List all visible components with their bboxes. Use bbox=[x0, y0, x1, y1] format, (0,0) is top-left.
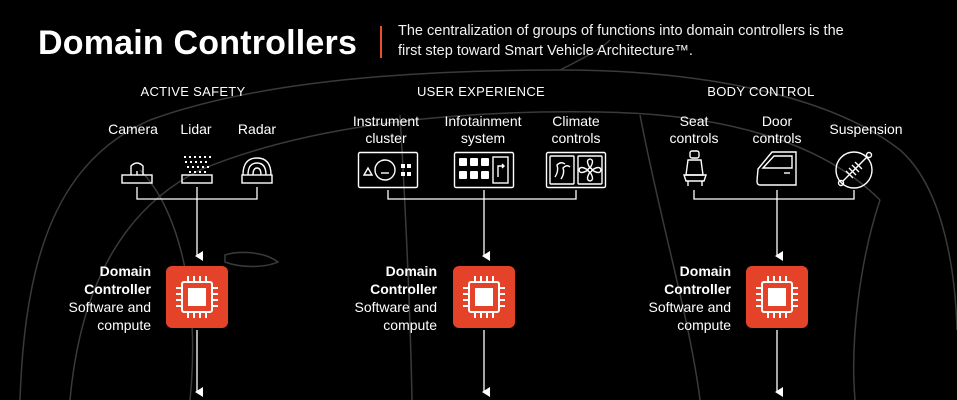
function-label-lidar: Lidar bbox=[180, 121, 212, 137]
instrument-cluster-icon bbox=[357, 151, 419, 189]
page-subtitle: The centralization of groups of function… bbox=[398, 23, 844, 59]
domain-controller-chip-active-safety bbox=[166, 266, 228, 328]
domain-controller-title: Domain Controller bbox=[370, 263, 437, 297]
camera-icon bbox=[121, 162, 153, 184]
category-body-control: BODY CONTROL bbox=[707, 84, 815, 99]
connector-user-experience bbox=[387, 190, 577, 200]
processor-chip-icon bbox=[756, 276, 798, 318]
function-label-seat: Seat controls bbox=[669, 113, 719, 146]
category-user-experience: USER EXPERIENCE bbox=[416, 84, 546, 99]
domain-controller-label-body-control: Domain Controller Software and compute bbox=[611, 262, 732, 334]
function-label-infotainment: Infotainment system bbox=[444, 113, 522, 146]
processor-chip-icon bbox=[463, 276, 505, 318]
connector-body-control bbox=[693, 190, 855, 200]
page-title: Domain Controllers bbox=[38, 24, 358, 62]
car-door-icon bbox=[756, 151, 797, 186]
function-label-camera: Camera bbox=[108, 121, 158, 137]
domain-controller-chip-user-experience bbox=[453, 266, 515, 328]
domain-controller-title: Domain Controller bbox=[664, 263, 731, 297]
suspension-icon bbox=[835, 151, 873, 189]
title-divider bbox=[380, 26, 382, 58]
climate-controls-icon bbox=[545, 151, 607, 189]
seat-icon bbox=[683, 150, 707, 186]
function-label-climate: Climate controls bbox=[551, 113, 601, 146]
domain-controller-chip-body-control bbox=[746, 266, 808, 328]
connector-active-safety bbox=[136, 187, 258, 200]
domain-controller-label-user-experience: Domain Controller Software and compute bbox=[317, 262, 438, 334]
processor-chip-icon bbox=[176, 276, 218, 318]
domain-controller-desc: Software and compute bbox=[648, 299, 732, 333]
domain-controller-label-active-safety: Domain Controller Software and compute bbox=[31, 262, 152, 334]
domain-controller-desc: Software and compute bbox=[354, 299, 438, 333]
radar-icon bbox=[241, 157, 273, 184]
function-label-instrument-cluster: Instrument cluster bbox=[352, 113, 420, 146]
lidar-icon bbox=[181, 156, 213, 184]
infotainment-icon bbox=[453, 151, 515, 189]
function-label-door: Door controls bbox=[752, 113, 802, 146]
domain-controller-title: Domain Controller bbox=[84, 263, 151, 297]
domain-controller-desc: Software and compute bbox=[68, 299, 152, 333]
category-active-safety: ACTIVE SAFETY bbox=[140, 84, 246, 99]
function-label-suspension: Suspension bbox=[829, 121, 903, 137]
function-label-radar: Radar bbox=[237, 121, 277, 137]
